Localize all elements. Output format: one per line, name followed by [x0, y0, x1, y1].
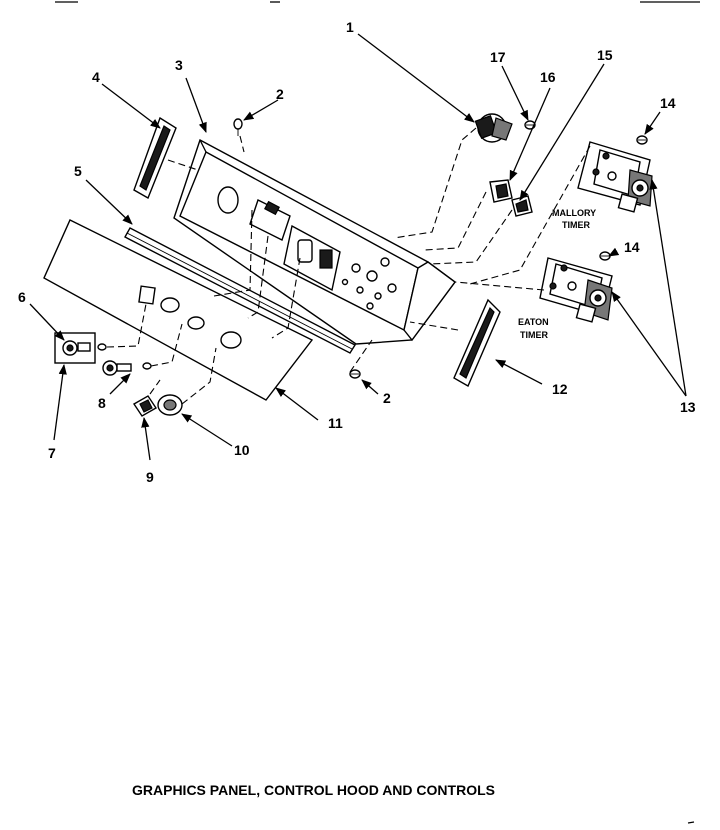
indicator-light-assembly: [54, 332, 107, 364]
graphics-panel: [43, 219, 314, 401]
push-switch-16: [489, 179, 513, 203]
callout-6: 6: [18, 289, 26, 305]
callout-14-bottom: 14: [624, 239, 640, 255]
callout-11: 11: [328, 415, 343, 431]
callout-17: 17: [490, 49, 506, 65]
end-cap-right: [453, 298, 501, 387]
knob-shaft: [102, 360, 152, 376]
callout-3: 3: [175, 57, 183, 73]
push-switch-15: [511, 195, 533, 217]
callout-numbers: 1 2 2 3 4 5 6 7 8 9 10 11 12 13 14 14 15…: [18, 19, 696, 485]
callout-5: 5: [74, 163, 82, 179]
mallory-label-line1: MALLORY: [552, 208, 596, 218]
end-cap-left: [133, 116, 177, 200]
callout-16: 16: [540, 69, 556, 85]
leader-lines: [29, 33, 687, 461]
callout-10: 10: [234, 442, 250, 458]
trim-strip: [124, 227, 356, 354]
eaton-label-line1: EATON: [518, 317, 549, 327]
diagram-caption: GRAPHICS PANEL, CONTROL HOOD AND CONTROL…: [132, 782, 495, 798]
hood-square-opening: [249, 199, 291, 241]
callout-14-top: 14: [660, 95, 676, 111]
control-hood: [173, 138, 456, 345]
eaton-label-line2: TIMER: [520, 330, 548, 340]
rotary-switch: [474, 113, 513, 143]
eaton-timer: [539, 257, 613, 323]
callout-2-top: 2: [276, 86, 284, 102]
mallory-screw: [636, 135, 648, 145]
hood-screw-bottom: [349, 369, 361, 379]
callout-12: 12: [552, 381, 568, 397]
eaton-screw: [599, 251, 611, 261]
corner-mark: [687, 821, 695, 824]
knob-skirt: [157, 394, 183, 416]
hood-timer-mount-holes: [341, 257, 397, 310]
callout-13: 13: [680, 399, 696, 415]
hood-screw-top: [233, 118, 243, 136]
callout-8: 8: [98, 395, 106, 411]
callout-1: 1: [346, 19, 354, 35]
callout-9: 9: [146, 469, 154, 485]
mallory-label-line2: TIMER: [562, 220, 590, 230]
hood-round-opening: [217, 186, 239, 214]
callout-4: 4: [92, 69, 100, 85]
control-knob: [133, 395, 157, 417]
mallory-timer: [577, 141, 653, 213]
assembly-lines: [106, 127, 591, 405]
callout-7: 7: [48, 445, 56, 461]
timer-labels: MALLORY TIMER EATON TIMER: [518, 208, 596, 340]
callout-15: 15: [597, 47, 613, 63]
callout-2-bottom: 2: [383, 390, 391, 406]
